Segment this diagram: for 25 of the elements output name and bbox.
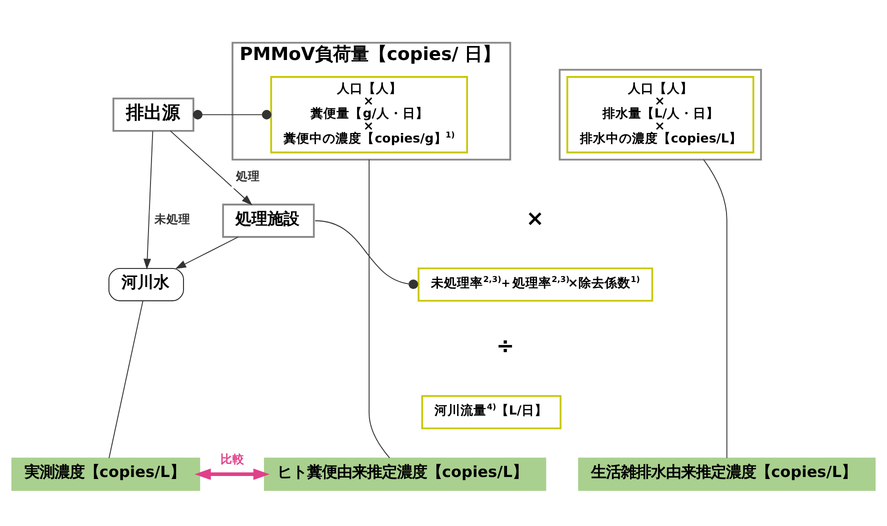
node-box: 未処理率$^{2,3)}$＋処理率$^{2,3)}$×除去係数$^{1)}$: [418, 268, 654, 302]
arrow: [194, 468, 270, 480]
connector: [703, 159, 728, 458]
node-box: 生活雑排水由来推定濃度【copies/L】: [578, 458, 876, 491]
connector: [108, 300, 144, 458]
node-box: 排出源: [112, 98, 194, 132]
cluster: [558, 68, 762, 161]
node-box: 処理施設: [222, 204, 315, 238]
label: ÷: [496, 334, 514, 360]
node-box: 河川水: [108, 268, 184, 302]
connector: [192, 110, 272, 120]
connector: [368, 159, 390, 458]
edge-label: 処理: [236, 168, 260, 183]
node-box: 実測濃度【copies/L】: [11, 458, 200, 491]
arrow: [175, 236, 239, 269]
node-box: ヒト糞便由来推定濃度【copies/L】: [264, 458, 546, 491]
edge-label: 比較: [220, 452, 244, 466]
node-box: 人口【人】 × 糞便量【g/人・日】 × 糞便中の濃度【copies/g】$^{1)}$: [270, 76, 468, 154]
arrow: [170, 130, 252, 206]
node-box: 河川流量$^{4)}$【L/日】: [421, 395, 562, 430]
label: ×: [526, 206, 544, 232]
connector: [314, 220, 418, 290]
arrow: [144, 130, 154, 270]
edge-label: 未処理: [154, 212, 191, 226]
node-box: 人口【人】 × 排水量【L/人・日】 × 排水中の濃度【copies/L】: [566, 76, 754, 154]
